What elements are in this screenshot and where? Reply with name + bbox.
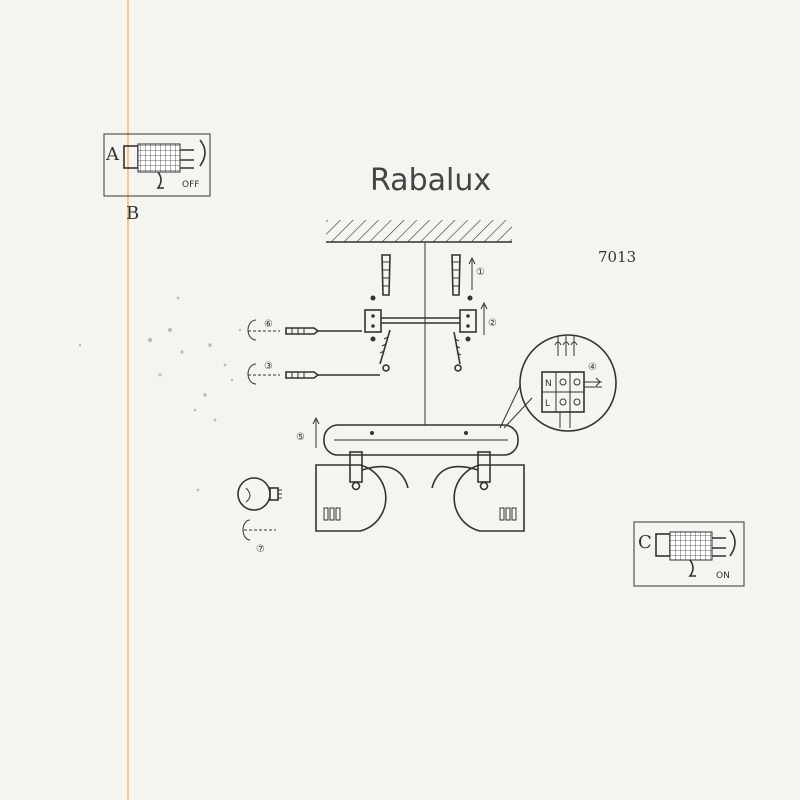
- rotate-arrow-icon: [242, 519, 251, 541]
- screw-icon: [379, 329, 391, 372]
- rotate-arrow-icon: [247, 319, 257, 341]
- wall-plug-icon: [451, 254, 473, 301]
- step-3-marker: ③: [264, 361, 273, 372]
- step-4-marker: ④: [588, 362, 597, 373]
- step-6-marker: ⑥: [264, 319, 273, 330]
- hand-icon: [156, 171, 164, 189]
- detail-leader-line: [499, 385, 521, 429]
- ceiling: [326, 220, 512, 243]
- panel-a-frame: [103, 133, 211, 197]
- step-7-marker: ⑦: [256, 544, 265, 555]
- switch-state-off: OFF: [182, 180, 199, 190]
- spotlight-cable: [361, 465, 409, 489]
- terminal-block-icon: [137, 143, 181, 173]
- step-5-marker: ⑤: [296, 432, 305, 443]
- panel-c-frame: [633, 521, 745, 587]
- terminal-block-icon: [669, 531, 713, 561]
- spotlight-head-left: [315, 451, 409, 532]
- neutral-terminal-label: N: [545, 379, 552, 389]
- turn-arrow-icon: [199, 139, 206, 167]
- brand-title: Rabalux: [370, 163, 491, 198]
- live-terminal-label: L: [545, 399, 550, 409]
- panel-c-letter: C: [638, 532, 652, 553]
- light-bulb-icon: [237, 477, 282, 511]
- step-1-marker: ①: [476, 267, 485, 278]
- spotlight-cable: [431, 465, 479, 489]
- model-number: 7013: [598, 248, 636, 266]
- rotate-arrow-icon: [247, 363, 257, 385]
- screwdriver-icon: [285, 327, 362, 335]
- screw-icon: [453, 331, 462, 372]
- turn-arrow-icon: [729, 529, 736, 557]
- spotlight-base-plate: [323, 424, 519, 456]
- step-2-marker: ②: [488, 318, 497, 329]
- hand-icon: [688, 559, 696, 577]
- mounting-bracket: [364, 309, 477, 342]
- switch-state-on: ON: [716, 571, 730, 581]
- screwdriver-icon: [285, 371, 380, 379]
- panel-a-letter: A: [105, 144, 120, 165]
- panel-c-switch-on: C ON: [633, 521, 745, 587]
- spotlight-head-right: [431, 451, 525, 532]
- earth-wire: [584, 381, 602, 388]
- wiring-detail: N L ④: [519, 334, 617, 432]
- panel-a-switch-off: A B OFF: [103, 133, 211, 224]
- scan-noise: [78, 296, 242, 492]
- wall-plug-icon: [370, 254, 391, 301]
- panel-b-letter: B: [126, 203, 139, 224]
